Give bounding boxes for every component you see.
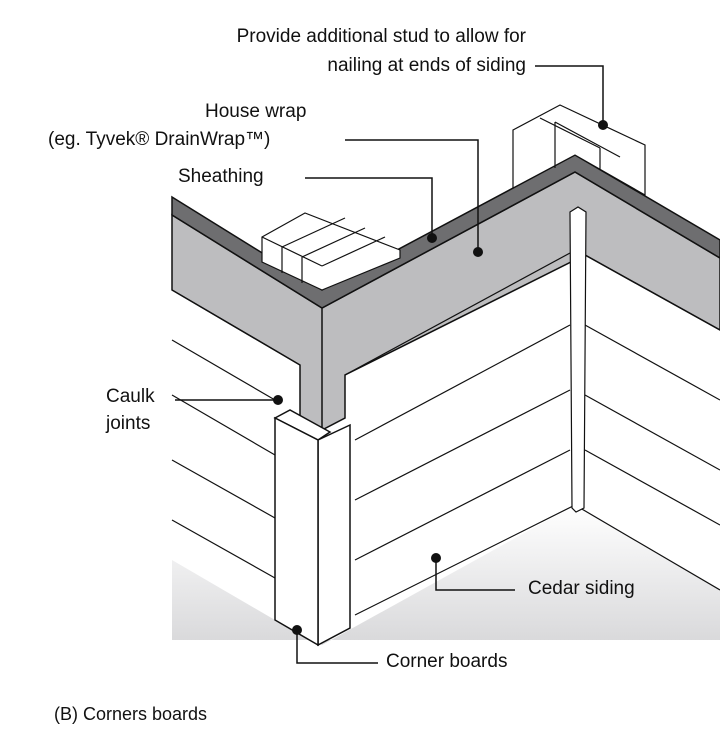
front-siding xyxy=(344,252,576,616)
leader-lines xyxy=(175,65,604,664)
label-caulk: Caulk xyxy=(106,386,155,407)
inside-corner-board xyxy=(569,206,587,513)
label-house-wrap: House wrap xyxy=(205,101,307,122)
label-stud-line2: nailing at ends of siding xyxy=(327,55,526,76)
label-stud-line1: Provide additional stud to allow for xyxy=(236,26,526,47)
label-cedar-siding: Cedar siding xyxy=(528,578,635,599)
additional-studs-left xyxy=(261,212,401,291)
outside-corner-board xyxy=(273,409,351,647)
right-siding xyxy=(574,254,720,591)
floor-shadow xyxy=(172,505,720,645)
figure-caption: (B) Corners boards xyxy=(54,704,208,724)
label-corner-boards: Corner boards xyxy=(386,651,508,672)
label-house-wrap-example: (eg. Tyvek® DrainWrap™) xyxy=(48,129,271,150)
left-siding xyxy=(171,289,301,579)
additional-studs-right xyxy=(512,104,646,197)
leader-dots xyxy=(273,120,608,635)
label-sheathing: Sheathing xyxy=(178,166,264,187)
house-wrap-band xyxy=(171,154,720,309)
label-joints: joints xyxy=(106,413,151,434)
